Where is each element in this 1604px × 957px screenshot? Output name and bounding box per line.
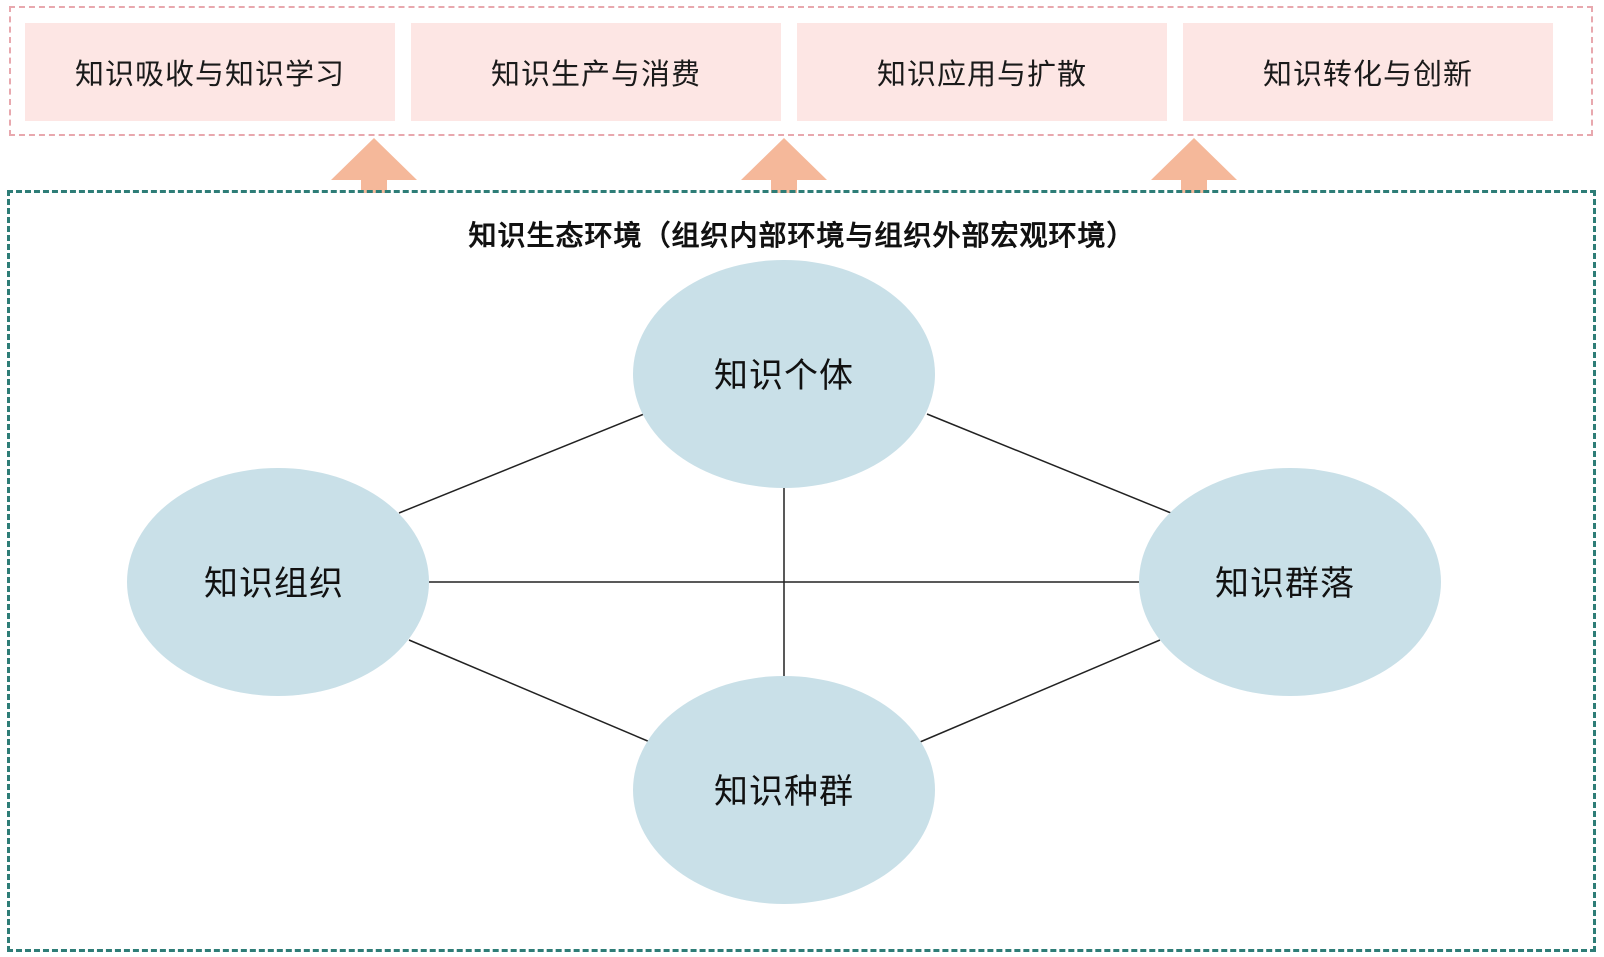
upward-arrow-icon: [741, 138, 827, 193]
connector-community-population: [919, 639, 1161, 743]
process-box-application-diffusion: 知识应用与扩散: [797, 23, 1167, 121]
connector-individual-community: [926, 413, 1172, 514]
node-label-community: 知识群落: [1215, 564, 1355, 604]
node-label-individual: 知识个体: [714, 356, 854, 396]
ecosystem-environment-frame: [7, 190, 1596, 952]
node-knowledge-organization: [127, 468, 429, 696]
process-label: 知识吸收与知识学习: [74, 57, 345, 91]
connector-organization-population: [408, 639, 651, 743]
connector-individual-organization: [398, 413, 645, 514]
process-box-production-consumption: 知识生产与消费: [411, 23, 781, 121]
environment-title: 知识生态环境（组织内部环境与组织外部宏观环境）: [468, 219, 1136, 252]
upward-arrow-icon: [331, 138, 417, 193]
process-label: 知识生产与消费: [490, 57, 701, 91]
process-box-absorption-learning: 知识吸收与知识学习: [25, 23, 395, 121]
process-box-transformation-innovation: 知识转化与创新: [1183, 23, 1553, 121]
node-knowledge-population: [633, 676, 935, 904]
upward-arrow-icon: [1151, 138, 1237, 193]
process-label: 知识应用与扩散: [876, 57, 1087, 91]
node-label-population: 知识种群: [714, 772, 854, 812]
process-label: 知识转化与创新: [1262, 57, 1473, 91]
node-knowledge-community: [1139, 468, 1441, 696]
node-label-organization: 知识组织: [204, 564, 344, 604]
process-row-frame: [9, 6, 1593, 136]
node-knowledge-individual: [633, 260, 935, 488]
